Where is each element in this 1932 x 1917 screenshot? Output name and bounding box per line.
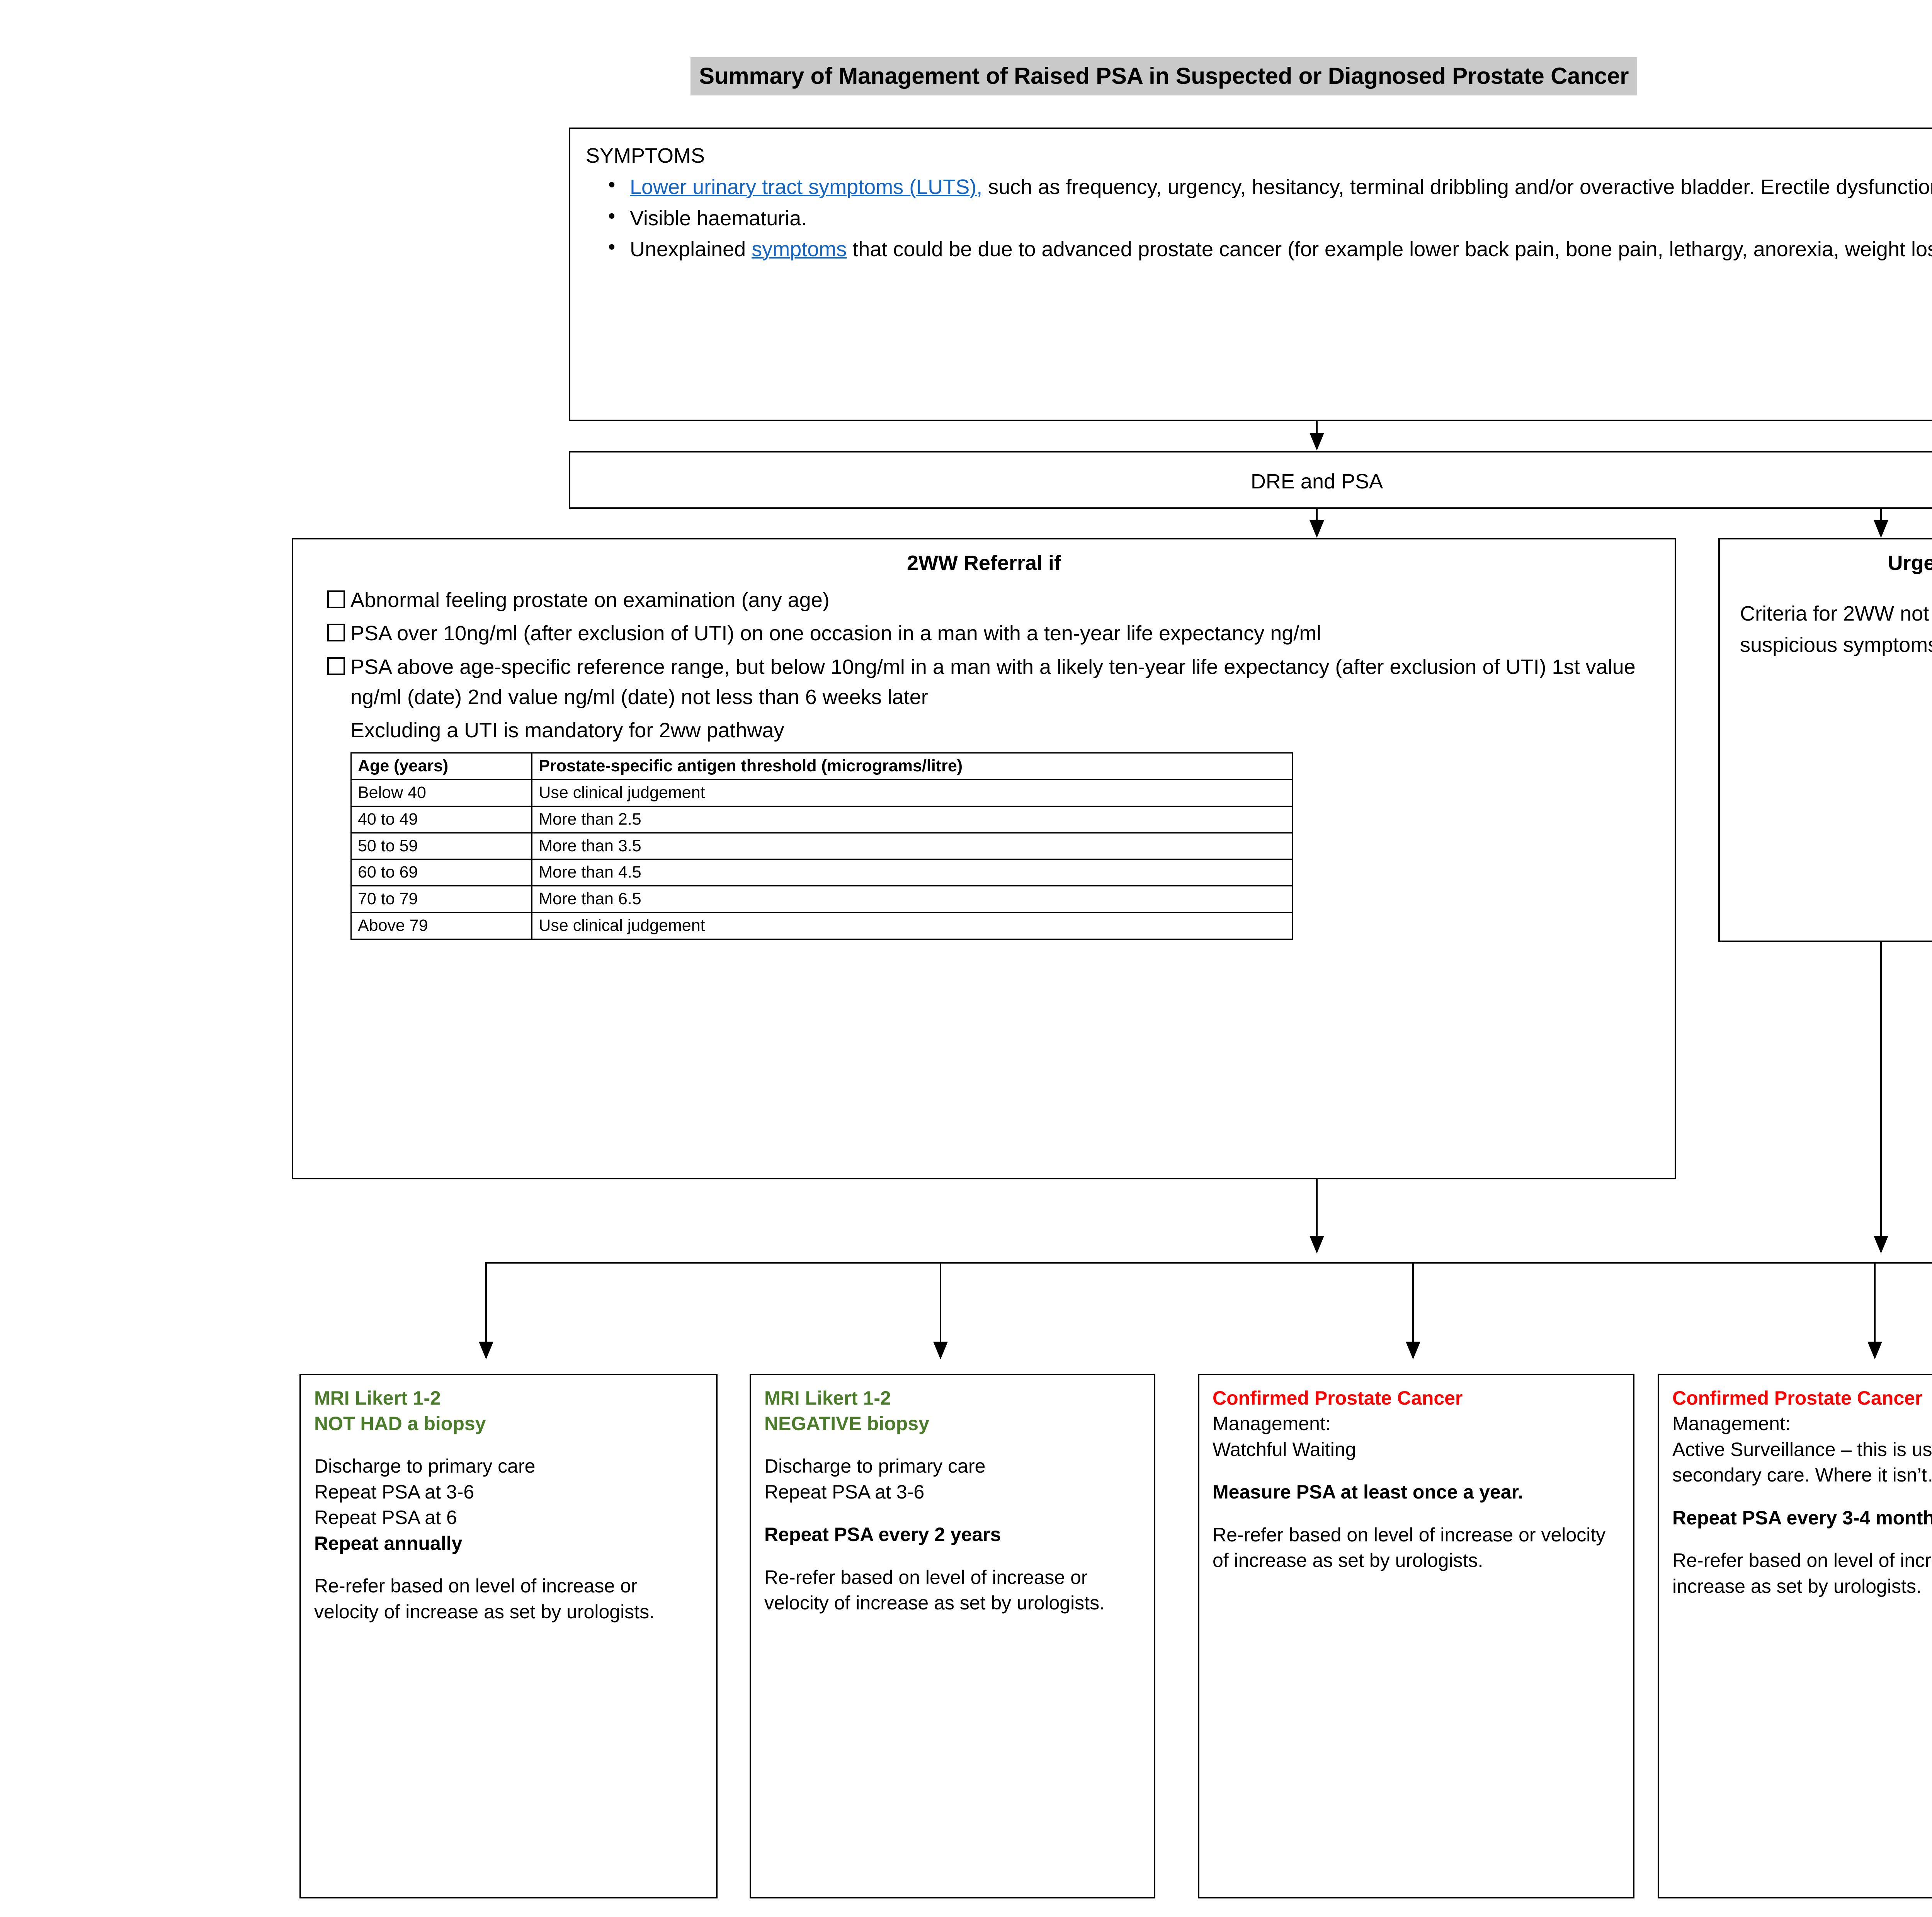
cell-threshold: More than 4.5 — [531, 859, 1293, 887]
uti-exclusion-note: Excluding a UTI is mandatory for 2ww pat… — [350, 719, 784, 742]
symptoms-box: SYMPTOMS Lower urinary tract symptoms (L… — [569, 128, 1932, 421]
bullet-pre-text: Visible haematuria. — [630, 206, 807, 230]
urgent-referral-body: Criteria for 2WW not met but raised PSA … — [1740, 602, 1932, 657]
dre-and-psa-label: DRE and PSA — [1250, 470, 1383, 493]
outcome-para-2: Re-refer based on level of increase or v… — [1672, 1550, 1932, 1597]
urgent-referral-heading: Urgent referral if — [1888, 551, 1932, 575]
arrow-head-down — [1874, 520, 1888, 538]
cell-age: Below 40 — [350, 779, 533, 807]
cell-threshold: More than 3.5 — [531, 832, 1293, 860]
cell-age: 40 to 49 — [350, 805, 533, 833]
arrow-head-down — [1310, 433, 1324, 451]
outcome-heading-line1: Confirmed Prostate Cancer — [1213, 1387, 1463, 1409]
outcome-para-2: Re-refer based on level of increase or v… — [1213, 1524, 1606, 1572]
page-title: Summary of Management of Raised PSA in S… — [690, 57, 1638, 95]
arrow-head-down — [479, 1342, 493, 1359]
arrow-head-down — [1310, 1236, 1324, 1254]
distribution-bar — [485, 1262, 1932, 1264]
two-week-wait-heading: 2WW Referral if — [906, 551, 1061, 575]
outcome-bold-instruction: Repeat PSA every 2 years — [764, 1524, 1001, 1545]
outcome-bold-instruction: Repeat PSA every 3-4 months — [1672, 1507, 1932, 1529]
outcome-heading-line2: NOT HAD a biopsy — [314, 1413, 486, 1434]
two-week-wait-referral-box: 2WW Referral if Abnormal feeling prostat… — [292, 538, 1676, 1179]
outcome-heading-line2: NEGATIVE biopsy — [764, 1413, 929, 1434]
arrow-head-down — [1867, 1342, 1882, 1359]
bullet-post-text: such as frequency, urgency, hesitancy, t… — [982, 175, 1932, 199]
column-header-age: Age (years) — [350, 752, 533, 781]
connector-dre-to-2ww — [1316, 509, 1318, 521]
checkbox-list-item[interactable]: Abnormal feeling prostate on examination… — [309, 585, 1659, 615]
cell-age: 60 to 69 — [350, 859, 533, 887]
connector-urgent-down — [1880, 942, 1882, 1237]
cell-threshold: More than 6.5 — [531, 885, 1293, 913]
table-header-row: Age (years) Prostate-specific antigen th… — [350, 752, 1293, 781]
symptoms-heading: SYMPTOMS — [586, 144, 705, 167]
outcome-para-2: Re-refer based on level of increase or v… — [314, 1575, 655, 1623]
luts-link[interactable]: Lower urinary tract symptoms (LUTS), — [630, 175, 983, 199]
arrow-head-down — [1874, 1236, 1888, 1254]
connector-2ww-down — [1316, 1179, 1318, 1237]
cell-threshold: Use clinical judgement — [531, 779, 1293, 807]
outcome-heading-line1: MRI Likert 1-2 — [314, 1387, 441, 1409]
list-item: Visible haematuria. — [586, 202, 1932, 233]
cell-threshold: More than 2.5 — [531, 805, 1293, 833]
outcome-box-mri-likert-no-biopsy: MRI Likert 1-2 NOT HAD a biopsy Discharg… — [299, 1374, 718, 1898]
outcome-box-mri-likert-negative-biopsy: MRI Likert 1-2 NEGATIVE biopsy Discharge… — [750, 1374, 1155, 1898]
cell-age: 50 to 59 — [350, 832, 533, 860]
outcome-box-active-surveillance: Confirmed Prostate Cancer Management:Act… — [1658, 1374, 1932, 1898]
psa-threshold-table: Age (years) Prostate-specific antigen th… — [350, 752, 1293, 940]
connector-to-outcome-3 — [1874, 1262, 1876, 1344]
outcome-para-2: Re-refer based on level of increase or v… — [764, 1566, 1105, 1614]
outcome-heading-line1: MRI Likert 1-2 — [764, 1387, 891, 1409]
checkbox-list-item[interactable]: PSA above age-specific reference range, … — [309, 652, 1659, 713]
connector-symptoms-to-dre — [1316, 421, 1318, 434]
arrow-head-down — [933, 1342, 948, 1359]
outcome-box-watchful-waiting: Confirmed Prostate Cancer Management:Wat… — [1198, 1374, 1634, 1898]
cell-age: Above 79 — [350, 912, 533, 940]
urgent-referral-box: Urgent referral if Criteria for 2WW not … — [1718, 538, 1932, 942]
connector-dre-to-urgent — [1880, 509, 1882, 521]
bullet-post-text: that could be due to advanced prostate c… — [847, 237, 1932, 261]
outcome-bold-instruction: Repeat annually — [314, 1532, 463, 1554]
bullet-pre-text: Unexplained — [630, 237, 752, 261]
outcome-heading-line1: Confirmed Prostate Cancer — [1672, 1387, 1923, 1409]
connector-to-outcome-2 — [1412, 1262, 1414, 1344]
symptoms-link[interactable]: symptoms — [752, 237, 847, 261]
symptoms-list: Lower urinary tract symptoms (LUTS), suc… — [586, 170, 1932, 264]
list-item: Unexplained symptoms that could be due t… — [586, 233, 1932, 264]
checkbox-list-item[interactable]: PSA over 10ng/ml (after exclusion of UTI… — [309, 618, 1659, 648]
cell-age: 70 to 79 — [350, 885, 533, 913]
list-item: Lower urinary tract symptoms (LUTS), suc… — [586, 170, 1932, 202]
connector-to-outcome-0 — [485, 1262, 487, 1344]
outcome-para-1: Management:Watchful Waiting — [1213, 1413, 1356, 1460]
dre-and-psa-box: DRE and PSA — [569, 451, 1932, 509]
arrow-head-down — [1310, 520, 1324, 538]
two-week-wait-criteria-list: Abnormal feeling prostate on examination… — [309, 585, 1659, 712]
outcome-bold-instruction: Measure PSA at least once a year. — [1213, 1481, 1524, 1503]
column-header-threshold: Prostate-specific antigen threshold (mic… — [531, 752, 1293, 781]
arrow-head-down — [1406, 1342, 1420, 1359]
connector-to-outcome-1 — [940, 1262, 941, 1344]
outcome-para-1: Management:Active Surveillance – this is… — [1672, 1413, 1932, 1486]
cell-threshold: Use clinical judgement — [531, 912, 1293, 940]
